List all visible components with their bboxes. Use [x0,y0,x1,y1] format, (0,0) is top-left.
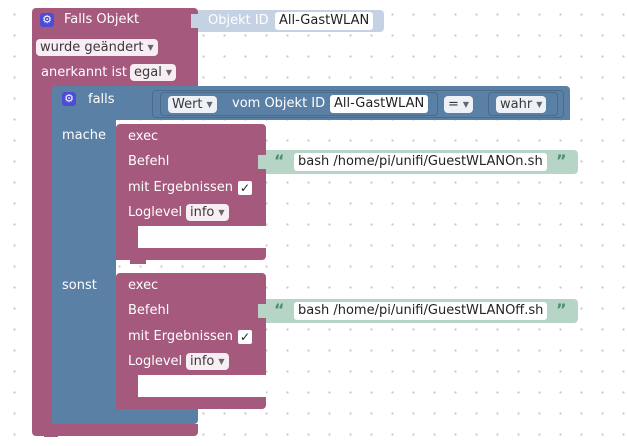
from-object-label: vom Objekt ID [232,96,326,111]
operator-dropdown[interactable]: =▼ [444,96,474,113]
ack-dropdown[interactable]: egal▼ [130,64,176,81]
else-label: sonst [62,278,97,293]
bool-block[interactable] [488,92,558,116]
chevron-down-icon: ▼ [218,357,225,366]
bool-dropdown[interactable]: wahr▼ [496,96,547,113]
exec-off-command-label: Befehl [128,303,170,318]
quote-close-icon: ” [556,300,567,319]
exec-on-title: exec [128,129,159,144]
trigger-title: Falls Objekt [64,12,140,27]
chevron-down-icon: ▼ [147,43,154,52]
object-id-label: Objekt ID [208,13,269,28]
exec-off-results-label: mit Ergebnissen [128,329,233,344]
gear-icon[interactable]: ⚙ [62,92,76,106]
if-block-footer [52,404,198,424]
value-block[interactable] [160,92,438,116]
trigger-spine [32,80,52,432]
chevron-down-icon: ▼ [218,208,225,217]
exec-off-output-slot[interactable] [138,377,266,397]
chevron-down-icon: ▼ [536,100,543,109]
exec-on-loglevel-dropdown[interactable]: info▼ [186,204,229,221]
if-title: falls [88,92,115,107]
exec-off-results-checkbox[interactable]: ✓ [238,330,252,344]
exec-off-title: exec [128,278,159,293]
trigger-footer [32,424,198,436]
exec-on-results-checkbox[interactable]: ✓ [238,181,252,195]
value-dropdown[interactable]: Wert▼ [168,96,217,113]
if-block-spine [52,118,116,424]
exec-on-command-label: Befehl [128,154,170,169]
chevron-down-icon: ▼ [165,68,172,77]
exec-off-loglevel-label: Loglevel [128,354,183,369]
exec-on-output-slot[interactable] [138,228,266,248]
quote-open-icon: “ [274,300,285,319]
ack-label: anerkannt ist [41,65,128,80]
exec-off-command-field[interactable]: bash /home/pi/unifi/GuestWLANOff.sh [294,302,548,320]
chevron-down-icon: ▼ [462,100,470,109]
exec-off-loglevel-dropdown[interactable]: info▼ [186,353,229,370]
gear-icon[interactable]: ⚙ [40,13,54,27]
do-label: mache [62,128,107,143]
event-dropdown[interactable]: wurde geändert▼ [36,39,158,56]
quote-open-icon: “ [274,151,285,170]
exec-on-loglevel-label: Loglevel [128,205,183,220]
exec-on-command-field[interactable]: bash /home/pi/unifi/GuestWLANOn.sh [294,153,547,171]
quote-close-icon: ” [556,151,567,170]
if-object-id-field[interactable]: All-GastWLAN [330,95,429,113]
trigger-object-id-field[interactable]: All-GastWLAN [275,12,374,30]
chevron-down-icon: ▼ [206,100,213,109]
exec-on-results-label: mit Ergebnissen [128,180,233,195]
